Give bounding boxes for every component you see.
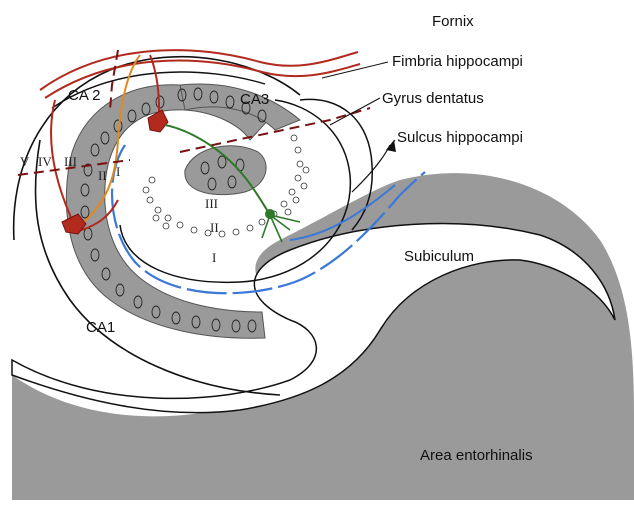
- pyramidal-band: [66, 85, 270, 338]
- layer-label-ca: V: [20, 154, 30, 169]
- layer-label-ca: I: [116, 164, 120, 179]
- label-ca1: CA1: [86, 319, 115, 336]
- layer-label-dentate: III: [205, 196, 218, 211]
- layer-label-ca: IV: [38, 154, 52, 169]
- label-fimbria: Fimbria hippocampi: [392, 53, 523, 70]
- layer-label-ca: III: [64, 154, 77, 169]
- label-ca3: CA3: [240, 91, 269, 108]
- layer-label-dentate: I: [212, 250, 216, 265]
- gyrus-pointer: [330, 98, 380, 125]
- label-gyrus-dentatus: Gyrus dentatus: [382, 90, 484, 107]
- layer-label-ca: II: [98, 168, 107, 183]
- hilus-blob: [185, 146, 266, 195]
- sulcus-arrowhead: [386, 140, 396, 152]
- label-ca2: CA 2: [68, 87, 101, 104]
- layer-label-dentate: II: [210, 220, 219, 235]
- label-subiculum: Subiculum: [404, 248, 474, 265]
- label-area-entorhinalis: Area entorhinalis: [420, 447, 533, 464]
- green-neuron: [265, 209, 275, 219]
- label-sulcus: Sulcus hippocampi: [397, 129, 523, 146]
- label-fornix: Fornix: [432, 13, 474, 30]
